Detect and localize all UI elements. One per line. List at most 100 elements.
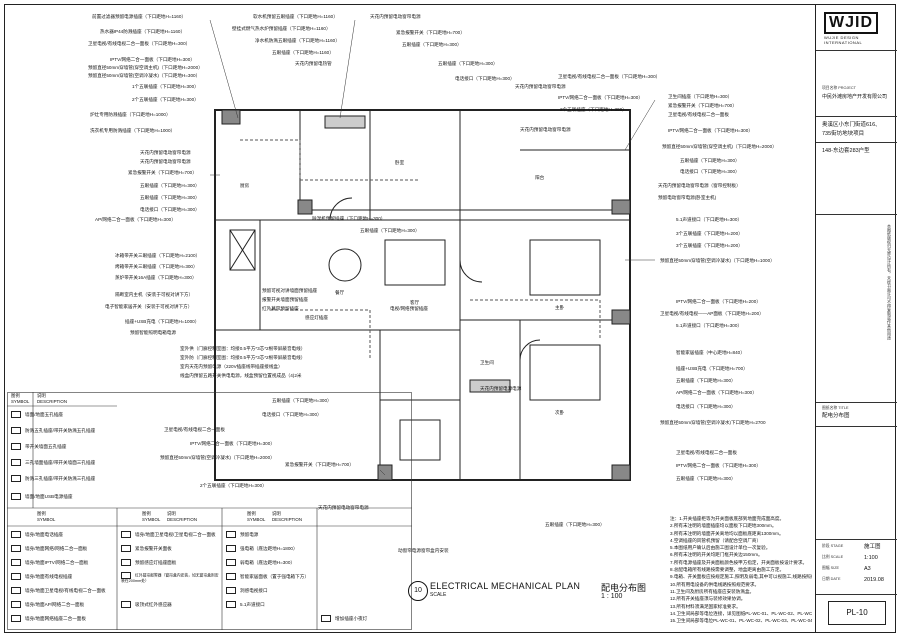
plan-label: 五眼插座（下口距地H=300） [680,158,740,163]
ceiling-sensor-icon [121,601,131,609]
plan-label: IPTV/网络二合一面板（下口距地H=200） [676,299,761,304]
plan-label: 1个五联插座（下口距地H=300） [132,84,199,89]
legend-head-symbol: 图例 [142,511,151,516]
plan-label: 天花内预留电源电源 [480,386,522,391]
general-notes: 注：1.开关插座柜等为开关面板底部到地面完成面高度。 2.所有末注明的墙面插座均… [670,515,812,624]
wire-run [270,309,371,360]
room-label: 餐厅 [335,290,345,295]
plan-label: 五眼插座（下口距地H=300） [676,476,736,481]
plan-label: 室内天花内预留电源（220V插座线带插座接线盒） [180,364,283,369]
legend-head-desc-en: DESCRIPTION [272,517,303,522]
plan-label: 红外幕帘预留插座 [262,306,299,311]
project-line-3: 148-东边套283户型 [822,148,870,154]
legend-row: 紧急报警开关面板 [121,542,172,556]
plan-label: 预留直径50mm穿墙管(空调冷凝水)下口距地H=2700 [660,420,766,425]
legend-row: 墙身/地面AP/网络二合一面板 [11,598,84,612]
title-block: WJID WUJIE DESIGN INTERNATIONAL 项目名称 PRO… [815,4,897,633]
plan-label: 预留直径50mm穿墙管(空调冷凝水)（下口距地H=300） [88,73,201,78]
note-line: 6.所有末注明的开关均距门框开关边150mm。 [670,552,763,558]
network-panel-icon [11,545,21,553]
drawing-number: 10 [408,581,428,601]
wire-run [240,139,420,181]
satellite-tv-panel-icon [11,587,21,595]
legend-row: 墙身/地面卫星电视/有线电视二合一面板 [11,584,106,598]
infrared-curtain-icon [121,572,131,579]
plan-label: 感应灯插座 [305,315,328,320]
plan-label: 室外供（门廊控制室图：均接0.5平方*3芯*2根带屏蔽音电线） [180,346,306,351]
column [611,309,631,325]
plan-label: 5.1声道接口（下口距地H=300） [676,323,742,328]
door-swing [459,259,483,283]
note-line: 13.所有材料须满足国家标准要求。 [670,603,741,609]
usb-socket-icon [11,493,21,501]
legend-row: 5.1声道接口 [226,598,265,612]
plan-label: 预留电动窗帘电源(卧室主机) [658,195,717,200]
tv-interface-icon [226,587,236,595]
power-box-icon [226,545,236,553]
plan-label: 五眼插座（下口距地H=300） [140,195,200,200]
plan-label: 五眼插座（下口距地H=1160） [272,50,334,55]
column [221,109,241,125]
plan-label: 紧急报警开关（下口距地H=700） [396,30,465,35]
plan-label: 天花内预留电动窗帘电源 [140,159,191,164]
note-line: 15.卫生间局部等电位PL-WC-01、PL-WC-02、PL-WC-03、PL… [670,618,812,624]
phone-jack-icon [11,531,21,539]
plan-title-en: ELECTRICAL MECHANICAL PLAN [430,581,581,591]
tv-socket-icon [11,573,21,581]
scale-word: SCALE [430,592,447,598]
plan-label: 预留可视对讲墙面预留插座 [262,288,318,293]
plan-label: IPTV/网络二合一面板（下口距地H=300） [110,57,195,62]
plan-label: 卫星电视/有线电视二合一面板 [668,112,729,117]
legend-row: 墙身/地面有线电视插座 [11,570,72,584]
surround-sound-icon [226,601,236,609]
note-line: 4.空调插座的风管机预留（请配合空调厂商） [670,537,762,543]
plan-label: 卫星电视/有线电视二合一面板 [164,427,225,432]
plan-label: 卫星电视/有线电视——AP面板（下口距地H=200） [660,311,764,316]
plan-label: 五眼插座（下口距地H=300） [676,378,736,383]
leader-line [209,19,239,119]
plan-label: 预留直径50mm穿墙管(空调冷凝水)（下口距地H=2000） [160,455,275,460]
plan-label: 报警开关墙面预留插座 [262,297,308,302]
plan-label: 2个五联插座（下口距地H=300） [560,107,627,112]
elevator-x [229,229,256,271]
alarm-button-icon [121,545,131,553]
plan-label: 炉灶专用防溅插座（下口距地H=1000） [90,112,171,117]
plan-label: 线盒内预留五路开关供电电源，线盒预留位置视成品（4)2米 [180,373,302,378]
plan-label: 2个五联插座（下口距地H=300） [200,483,267,488]
plan-label: IPTV/网络二合一面板（下口距地H=300） [668,128,753,133]
plan-label: 5.1声道接口（下口距地H=300） [676,217,742,222]
note-line: 7.所有电源插座及开关面板颜色按甲方指定，开关面板按设计要求。 [670,559,808,565]
legend-head-desc: 说明 [37,393,46,398]
company-logo: WJID [824,12,878,34]
plan-label: 智能家居插座（中心距地H=840） [676,350,745,355]
legend-head-symbol-en: SYMBOL [142,517,161,522]
plan-label: 2个五联插座（下口距地H=300） [132,97,199,102]
kitchen-counter [324,115,366,129]
door-swing [519,339,541,361]
legend-row: 洞感电视接口 [226,584,268,598]
date-value: 2019.08 [864,577,884,583]
project-line-2: 735街坊地块项目 [822,131,865,137]
stage-label: 阶段 STAGE [822,544,844,548]
legend-row: 强电箱（底边距地H=1800） [226,542,298,556]
bed [529,344,601,401]
plan-label: 蒸炉带开关16A插座（下口距地H=300） [115,275,197,280]
plan-label: 电话接口（下口距地H=300） [680,169,740,174]
three-pin-socket-icon [11,459,21,467]
plan-label: 五眼插座（下口距地H=300） [438,61,498,66]
plan-label: 电子智能家居开关（安装于可视对讲下方） [105,304,193,309]
note-line: 注：1.开关插座柜等为开关面板底部到地面完成面高度。 [670,516,785,521]
plan-label: 3个五联插座（下口距地H=200） [676,243,743,248]
copyright-note: 本图纸版权归无界设计所有，未经书面许可不得复制或作其他用途 [887,224,892,340]
plan-label: 天花内预留电动窗帘电源 [520,127,571,132]
plan-label: 紧急报警开关（下口距地H=700） [128,170,197,175]
column [297,199,313,215]
legend-head-desc-en: DESCRIPTION [167,517,198,522]
company-subtitle: WUJIE DESIGN INTERNATIONAL [824,35,863,45]
column [611,199,631,215]
note-line: 14.卫生间局部等电位连接，详见图纸PL-WC-01、PL-WC-02、PL-W… [670,610,812,616]
legend-head-symbol-en: SYMBOL [11,399,30,404]
sheet-number: PL-10 [828,601,886,625]
legend-row: 防溅三孔插座/带开关防溅三孔插座 [11,472,95,486]
plan-label: 电话接口（下口距地H=300） [140,207,200,212]
